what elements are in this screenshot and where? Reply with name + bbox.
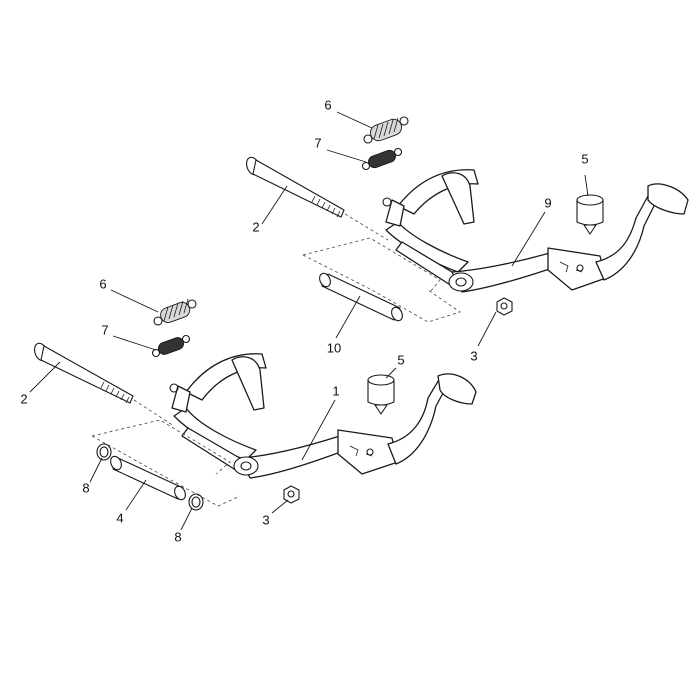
callout-upper-spring-large: 6 <box>324 97 331 112</box>
upper-spring-small <box>361 147 403 171</box>
pivot-pin <box>110 455 186 501</box>
upper-nut <box>496 297 513 316</box>
callout-upper-spring-small: 7 <box>314 135 321 150</box>
lower-nut <box>283 485 300 504</box>
callout-lower-bolt: 2 <box>20 391 27 406</box>
callout-lower-nut: 3 <box>262 512 269 527</box>
callout-lower-spring-small: 7 <box>101 322 108 337</box>
washer-right <box>188 493 204 511</box>
lower-spring-large <box>153 298 197 326</box>
callout-lower-spring-large: 6 <box>99 276 106 291</box>
upper-spring-large <box>363 116 409 144</box>
callout-lower-rubber-stop: 5 <box>397 352 404 367</box>
callout-washer-right: 8 <box>174 529 181 544</box>
lower-bolt <box>34 342 134 404</box>
upper-bolt <box>246 156 345 218</box>
callout-upper-bolt: 2 <box>252 219 259 234</box>
washer-left <box>96 443 112 461</box>
spacer-tube <box>319 272 403 322</box>
callout-upper-rubber-stop: 5 <box>581 151 588 166</box>
callout-lower-stand: 1 <box>332 383 339 398</box>
callout-upper-stand: 9 <box>544 195 551 210</box>
lower-rubber-stop <box>367 374 395 415</box>
callout-washer-left: 8 <box>82 480 89 495</box>
callout-pivot-pin: 4 <box>116 510 123 525</box>
callout-spacer-tube: 10 <box>327 340 341 355</box>
lower-stand <box>169 353 477 479</box>
callout-upper-nut: 3 <box>470 348 477 363</box>
leader-lines <box>29 111 589 531</box>
lower-spring-small <box>151 334 191 358</box>
upper-stand <box>382 169 689 293</box>
upper-rubber-stop <box>576 194 604 235</box>
